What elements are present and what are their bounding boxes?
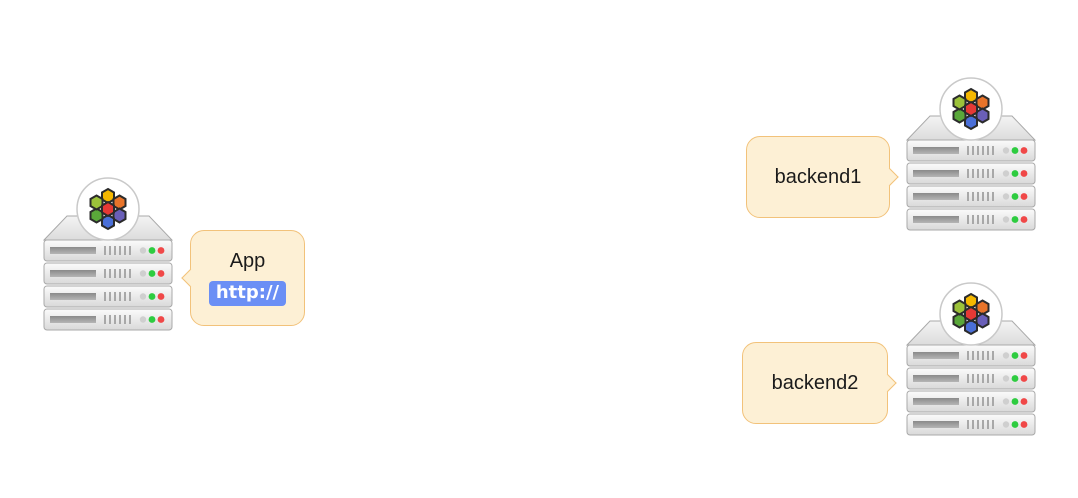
bubble-tail — [880, 167, 899, 187]
http-badge: http:// — [208, 280, 287, 306]
backend1-label-bubble: backend1 — [746, 136, 899, 218]
server-rack-icon — [906, 281, 1036, 441]
backend1-label: backend1 — [774, 166, 862, 188]
backend2-label-bubble: backend2 — [742, 342, 897, 424]
bubble-tail — [878, 373, 897, 393]
app-label-bubble: App http:// — [181, 230, 305, 326]
app-label: App — [229, 249, 266, 272]
backend2-label: backend2 — [771, 372, 859, 394]
bubble-tail — [181, 268, 200, 288]
server-rack-icon — [43, 176, 173, 336]
server-rack-icon — [906, 76, 1036, 236]
